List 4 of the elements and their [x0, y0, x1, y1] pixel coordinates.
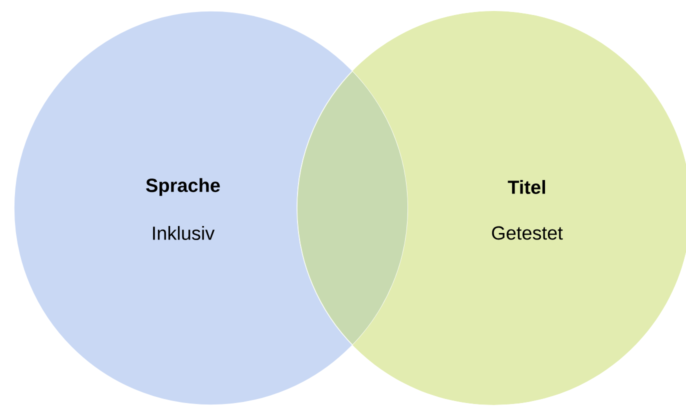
- body-text: Getestet: [492, 226, 563, 240]
- heading: Titel: [508, 180, 546, 194]
- heading: Sprache: [146, 178, 220, 196]
- body-text: Inklusiv: [153, 226, 215, 240]
